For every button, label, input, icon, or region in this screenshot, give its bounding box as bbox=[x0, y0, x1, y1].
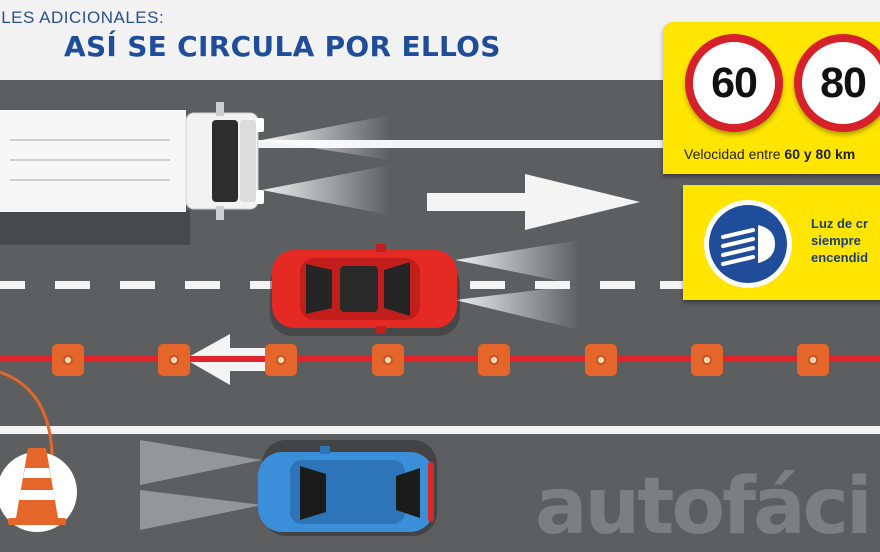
speed-caption-bold: 60 y 80 km bbox=[784, 146, 856, 162]
forward-direction-arrow bbox=[427, 174, 640, 230]
watermark-logo: autofáci bbox=[535, 462, 873, 552]
speed-limit-value: 80 bbox=[820, 58, 867, 107]
speed-limit-panel: 60 80 Velocidad entre 60 y 80 km bbox=[663, 22, 880, 174]
blue-car-headlight-beams bbox=[140, 440, 262, 530]
red-car bbox=[270, 244, 460, 336]
headlight-text-line: encendid bbox=[811, 250, 869, 265]
dashed-lane-line bbox=[0, 281, 685, 289]
solid-lane-line-top bbox=[0, 140, 880, 148]
speed-limit-sign-80-icon: 80 bbox=[794, 34, 880, 132]
callout-curve bbox=[0, 370, 54, 456]
blue-car bbox=[258, 440, 437, 536]
speed-caption-prefix: Velocidad entre bbox=[684, 146, 785, 162]
low-beam-headlight-icon bbox=[704, 200, 792, 288]
headlight-text-line: siempre bbox=[811, 233, 861, 248]
traffic-cone-badge-icon bbox=[0, 448, 77, 532]
page-title: ASÍ SE CIRCULA POR ELLOS bbox=[64, 30, 501, 63]
cone-divider-line bbox=[0, 356, 880, 362]
red-car-headlight-beams bbox=[455, 240, 580, 330]
traffic-cone-markers bbox=[52, 344, 829, 376]
header-subtitle: ILES ADICIONALES: bbox=[0, 8, 165, 27]
speed-limit-value: 60 bbox=[711, 58, 758, 107]
speed-limit-sign-60-icon: 60 bbox=[685, 34, 783, 132]
headlight-text-line: Luz de cr bbox=[811, 216, 869, 231]
headlight-text: Luz de cr siempre encendid bbox=[811, 215, 868, 266]
speed-caption: Velocidad entre 60 y 80 km bbox=[684, 146, 855, 162]
headlight-panel: Luz de cr siempre encendid bbox=[683, 185, 880, 300]
truck-headlight-beams bbox=[262, 115, 390, 215]
truck bbox=[0, 102, 264, 245]
solid-lane-line-bottom bbox=[0, 426, 880, 434]
